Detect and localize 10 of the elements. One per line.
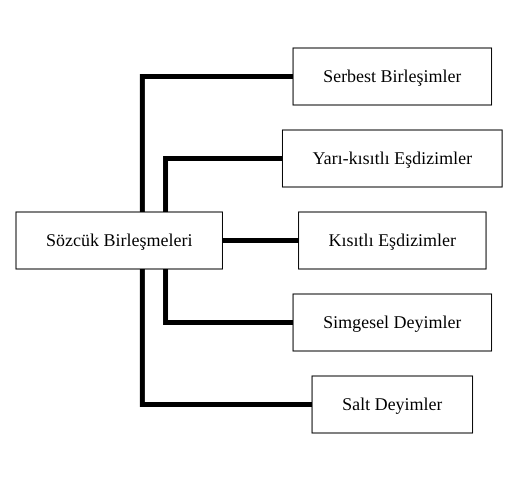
node-box: Salt Deyimler — [311, 376, 473, 434]
connector — [162, 269, 293, 325]
node-box: Simgesel Deyimler — [292, 294, 492, 352]
connector — [140, 269, 312, 407]
connector — [162, 156, 282, 212]
node-box: Yarı-kısıtlı Eşdizimler — [282, 130, 503, 188]
connector — [140, 74, 293, 212]
node-box: Serbest Birleşimler — [292, 48, 492, 106]
node-box: Sözcük Birleşmeleri — [15, 212, 223, 270]
node-box: Kısıtlı Eşdizimler — [298, 212, 486, 270]
